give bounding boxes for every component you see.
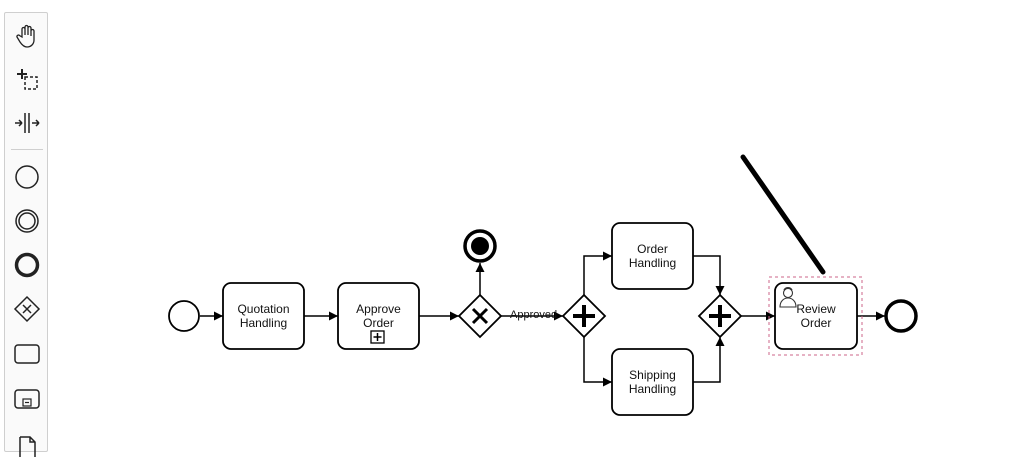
subprocess-approve-order[interactable]: [337, 282, 420, 350]
parallel-gateway-split[interactable]: [561, 293, 607, 339]
freehand-stroke: [740, 154, 826, 275]
intermediate-event-tool[interactable]: [5, 201, 49, 241]
end-event-icon: [14, 252, 40, 278]
start-event[interactable]: [168, 300, 200, 332]
parallel-gateway-join[interactable]: [697, 293, 743, 339]
gateway-icon: [13, 295, 41, 323]
flow-label-approved[interactable]: Approved: [510, 309, 558, 321]
tool-palette: [4, 12, 49, 457]
sequence-flow[interactable]: [583, 337, 612, 387]
space-icon: [15, 113, 40, 133]
diagram-canvas[interactable]: [0, 0, 1024, 445]
task-order-handling[interactable]: [611, 222, 694, 290]
sequence-flow[interactable]: [693, 337, 725, 383]
task-tool[interactable]: [5, 334, 49, 374]
lasso-tool[interactable]: [5, 59, 49, 99]
space-tool[interactable]: [5, 103, 49, 143]
exclusive-gateway[interactable]: [457, 293, 503, 339]
start-event-tool[interactable]: [5, 157, 49, 197]
hand-icon: [16, 24, 35, 48]
sequence-flow[interactable]: [693, 255, 725, 295]
intermediate-event-icon: [15, 209, 39, 233]
sequence-flow[interactable]: [583, 251, 612, 295]
user-icon: [779, 287, 797, 308]
start-event-icon: [15, 165, 39, 189]
end-event[interactable]: [884, 299, 918, 333]
subprocess-tool[interactable]: [5, 379, 49, 419]
lasso-icon: [17, 69, 38, 90]
hand-tool[interactable]: [5, 16, 49, 56]
task-shipping-handling[interactable]: [611, 348, 694, 416]
task-quotation-handling[interactable]: [222, 282, 305, 350]
palette-separator: [11, 149, 43, 150]
task-icon: [14, 344, 40, 364]
gateway-tool[interactable]: [5, 289, 49, 329]
user-task-review-order[interactable]: [774, 282, 858, 350]
expand-marker-icon[interactable]: [370, 330, 385, 344]
end-event-tool[interactable]: [5, 245, 49, 285]
subprocess-icon: [14, 389, 40, 409]
terminate-end-event[interactable]: [463, 229, 497, 263]
selection-outline: [768, 276, 863, 356]
